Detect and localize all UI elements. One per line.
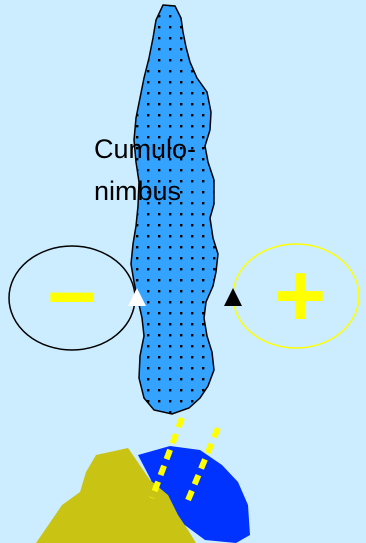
cloud-label-line2: nimbus <box>94 176 181 206</box>
positive-sign: + <box>274 246 327 346</box>
cloud-label-line1: Cumulo- <box>94 134 196 164</box>
negative-sign: − <box>47 249 97 345</box>
